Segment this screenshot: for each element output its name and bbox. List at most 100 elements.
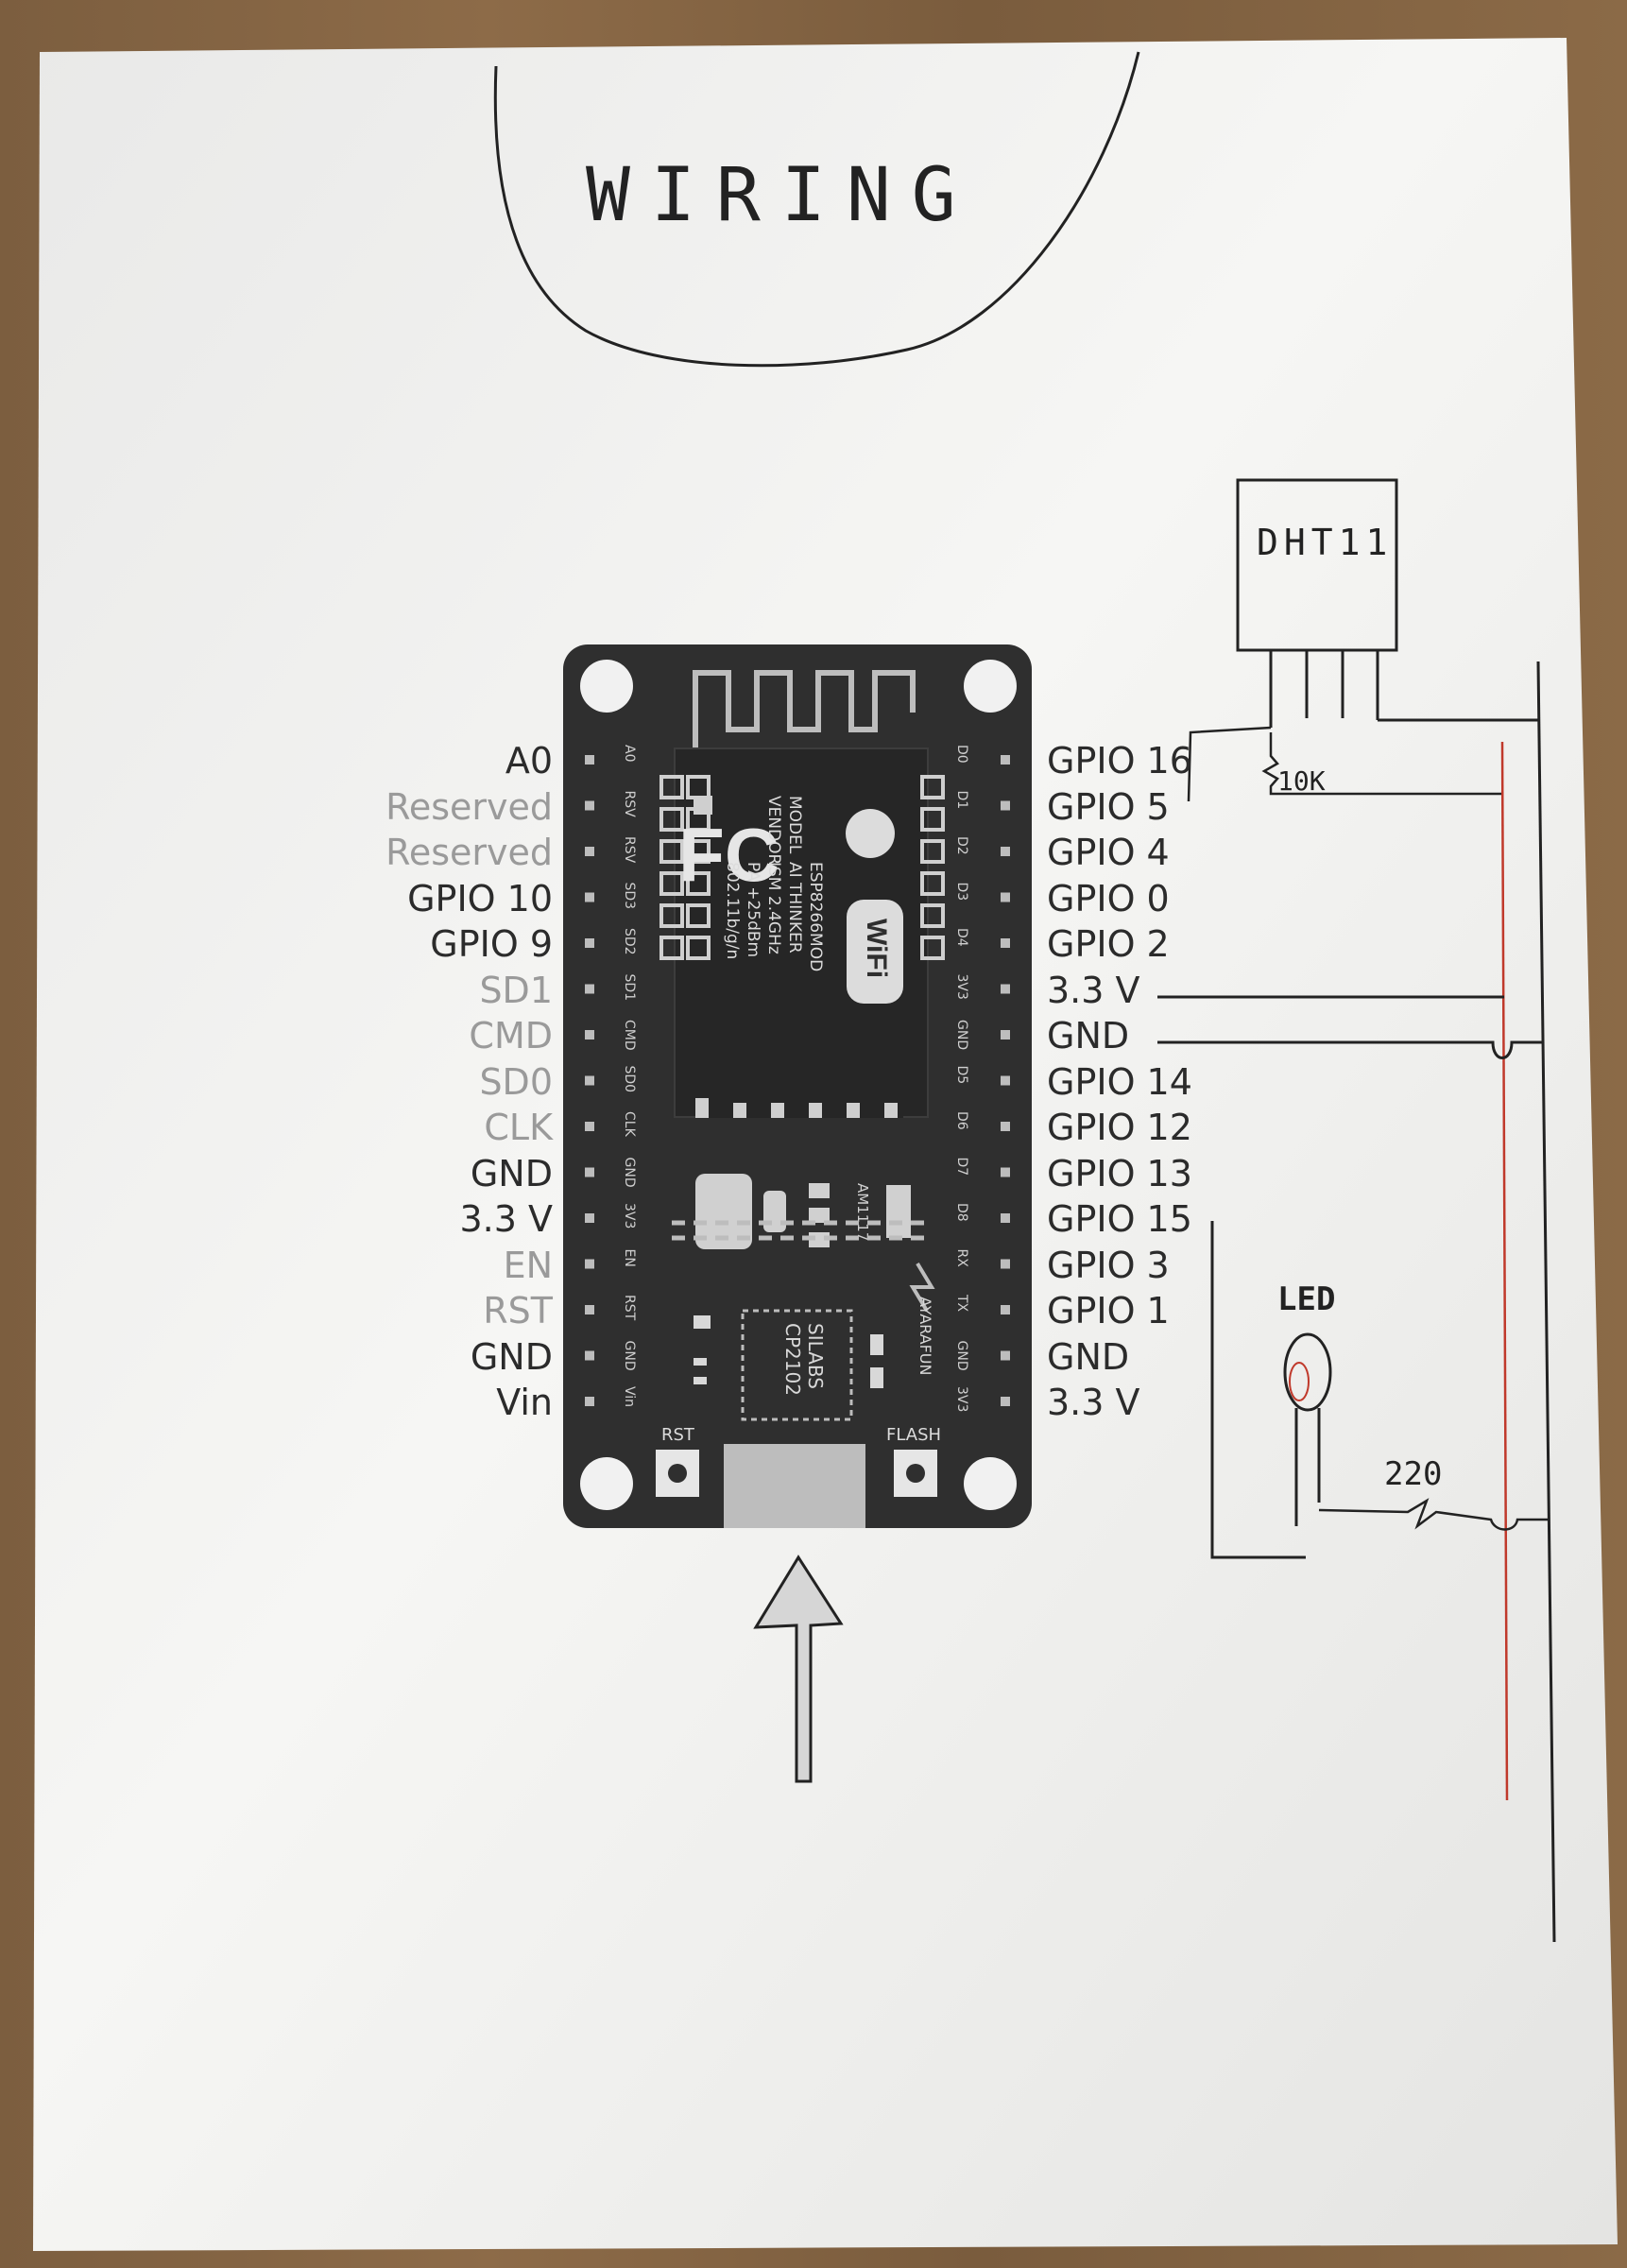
header-pin	[1001, 1397, 1010, 1406]
right-pin-label: GND	[1047, 1335, 1130, 1378]
smd-part	[870, 1334, 883, 1355]
module-label-model: MODEL	[785, 796, 804, 854]
silk-label: GND	[622, 1158, 637, 1188]
pad-5	[847, 1103, 860, 1118]
left-pin-label: CLK	[484, 1107, 553, 1148]
header-pin	[1001, 1213, 1010, 1223]
silk-label: SD1	[622, 974, 637, 1002]
resistor-10k-label: 10K	[1277, 765, 1326, 797]
silk-label: CMD	[622, 1020, 637, 1051]
fc-logo: FC	[678, 813, 779, 897]
silk-label: RSV	[622, 791, 637, 818]
module-pad-right	[920, 775, 945, 799]
right-pin-label: 3.3 V	[1047, 969, 1140, 1011]
header-pin	[585, 892, 594, 902]
silk-label: GND	[954, 1341, 969, 1371]
mounting-hole-bottom-right	[964, 1457, 1017, 1510]
module-pad-left	[686, 839, 711, 864]
module-pad-left	[659, 807, 684, 832]
header-pin	[1001, 892, 1010, 902]
header-pin	[1001, 1030, 1010, 1040]
module-pad-left	[659, 903, 684, 928]
module-ism: ISM 2.4GHz	[764, 862, 783, 954]
silk-label: RST	[622, 1295, 637, 1321]
silk-label: 3V3	[622, 1203, 637, 1228]
dht11-pullup-resistor	[1261, 732, 1502, 796]
brand-label: AYARAFUN	[916, 1297, 934, 1375]
left-pin-label: GND	[470, 1335, 553, 1378]
module-pad-left	[659, 936, 684, 960]
smd-part	[809, 1208, 830, 1223]
header-pin	[585, 755, 594, 765]
module-pad-right	[920, 807, 945, 832]
silk-label: D1	[954, 791, 969, 810]
right-pin-label: GPIO 2	[1047, 923, 1170, 965]
silk-label: 3V3	[954, 1386, 969, 1412]
silk-label: 3V3	[954, 974, 969, 1000]
silk-label: D0	[954, 745, 969, 764]
rst-label: RST	[661, 1425, 695, 1445]
silk-label: D5	[954, 1066, 969, 1085]
silk-label: D2	[954, 836, 969, 855]
header-pin	[585, 1305, 594, 1314]
ground-rail	[1536, 661, 1556, 1943]
header-pin	[1001, 984, 1010, 994]
smd-part	[809, 1183, 830, 1198]
flash-label: FLASH	[886, 1425, 941, 1445]
header-pin	[1001, 1259, 1010, 1269]
module-pad-left	[659, 775, 684, 799]
left-pin-label: Reserved	[385, 785, 553, 828]
flash-button-cap	[906, 1464, 925, 1483]
header-pin	[585, 1213, 594, 1223]
header-pin	[585, 800, 594, 811]
dht11-label: DHT11	[1257, 522, 1394, 563]
silk-label: D4	[954, 928, 969, 947]
smd-part	[694, 1377, 707, 1384]
chip-label-silabs: SILABS	[804, 1323, 827, 1389]
pcb-antenna	[693, 670, 916, 748]
module-pad-left	[659, 871, 684, 896]
silk-label: GND	[622, 1341, 637, 1371]
header-pin	[585, 1030, 594, 1040]
wifi-logo-badge	[847, 900, 903, 1004]
pad-6	[884, 1103, 898, 1118]
lightning-icon	[909, 1262, 935, 1313]
mounting-hole-bottom-left	[580, 1457, 633, 1510]
header-pin	[1001, 1075, 1010, 1086]
silk-label: SD3	[622, 883, 637, 910]
page-title: WIRING	[586, 153, 977, 238]
left-pin-label: 3.3 V	[459, 1198, 553, 1240]
right-pin-label: GPIO 12	[1047, 1107, 1192, 1148]
left-pin-label: SD0	[479, 1060, 553, 1103]
left-pin-label: CMD	[469, 1015, 553, 1057]
pad	[694, 796, 712, 815]
header-pin	[1001, 755, 1010, 765]
module-pad-right	[920, 839, 945, 864]
usb-port	[724, 1444, 865, 1528]
led-resistor-wire	[1318, 1498, 1550, 1531]
module-pa: PA +25dBm	[744, 862, 762, 957]
header-pins	[585, 755, 1010, 1406]
capacitor	[695, 1174, 752, 1249]
left-pin-label: SD1	[479, 969, 553, 1011]
header-pin	[1001, 1350, 1010, 1361]
right-pin-label: GPIO 3	[1047, 1244, 1170, 1286]
right-pin-label: GPIO 5	[1047, 785, 1170, 828]
module-standard: 802.11b/g/n	[723, 862, 742, 959]
rst-button-cap	[668, 1464, 687, 1483]
dht11-data-wire	[1187, 726, 1272, 802]
led-body	[1283, 1332, 1332, 1412]
pad-3	[771, 1103, 784, 1118]
module-pad-right	[920, 936, 945, 960]
silk-label: Vin	[622, 1386, 637, 1407]
resistor-220-label: 220	[1384, 1455, 1443, 1493]
right-pin-label: GPIO 15	[1047, 1198, 1192, 1240]
module-bottom-edge	[695, 1103, 903, 1118]
module-pad-left	[686, 903, 711, 928]
silk-label: TX	[954, 1294, 969, 1313]
module-pad-left	[686, 936, 711, 960]
left-pin-label: A0	[505, 740, 553, 782]
pad-2	[733, 1103, 746, 1118]
header-pin	[585, 1350, 594, 1361]
